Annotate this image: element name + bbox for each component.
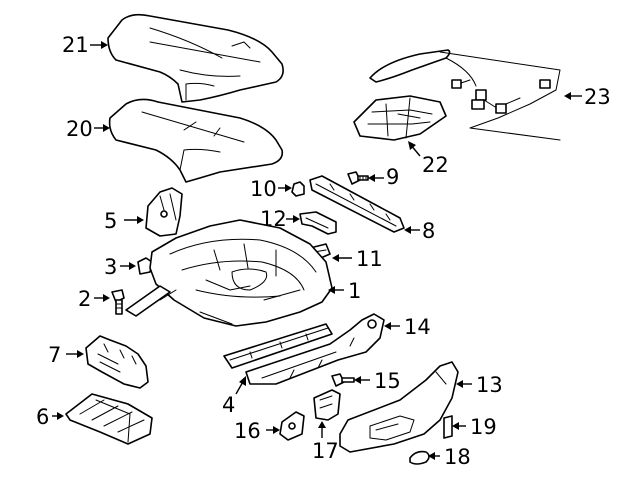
- svg-text:1: 1: [348, 279, 361, 303]
- part-knob[interactable]: [409, 450, 430, 465]
- part-switch-cap[interactable]: [443, 415, 453, 439]
- callout-9: 9: [368, 165, 399, 189]
- svg-text:4: 4: [222, 393, 235, 417]
- part-side-shield[interactable]: [339, 361, 459, 453]
- part-seat-frame[interactable]: [125, 219, 333, 327]
- part-bracket[interactable]: [145, 187, 183, 237]
- svg-text:21: 21: [62, 33, 89, 57]
- part-storage-tray[interactable]: [65, 393, 153, 445]
- svg-text:13: 13: [476, 373, 503, 397]
- callout-15: 15: [354, 369, 401, 393]
- svg-text:18: 18: [444, 445, 471, 469]
- svg-text:2: 2: [78, 287, 91, 311]
- callout-4: 4: [222, 376, 246, 417]
- part-cushion-pad[interactable]: [108, 98, 284, 183]
- part-heater-mat[interactable]: [353, 95, 447, 141]
- svg-text:14: 14: [404, 315, 431, 339]
- part-support-rail[interactable]: [309, 175, 405, 233]
- svg-text:19: 19: [470, 415, 497, 439]
- callout-22: 22: [408, 141, 449, 177]
- part-front-cover-trim[interactable]: [85, 335, 149, 389]
- callout-5: 5: [104, 209, 144, 233]
- callout-11: 11: [332, 247, 383, 271]
- svg-text:22: 22: [422, 153, 449, 177]
- callout-1: 1: [328, 279, 361, 303]
- callout-23: 23: [564, 85, 611, 109]
- callout-16: 16: [234, 419, 280, 443]
- part-seat-cover[interactable]: [107, 13, 284, 103]
- part-side-rail-bracket[interactable]: [245, 313, 385, 385]
- part-bolt-small[interactable]: [331, 373, 355, 387]
- callout-7: 7: [48, 343, 84, 367]
- callout-17: 17: [312, 421, 339, 463]
- callout-8: 8: [404, 219, 435, 243]
- part-wiring-harness[interactable]: [369, 49, 561, 141]
- svg-text:3: 3: [104, 255, 117, 279]
- callout-18: 18: [428, 445, 471, 469]
- part-strap-bracket[interactable]: [299, 211, 337, 235]
- part-seat-track-rail[interactable]: [223, 323, 333, 369]
- part-switch-assembly[interactable]: [313, 389, 341, 421]
- svg-text:15: 15: [374, 369, 401, 393]
- svg-text:20: 20: [66, 117, 93, 141]
- callout-2: 2: [78, 287, 110, 311]
- svg-text:11: 11: [356, 247, 383, 271]
- part-motor[interactable]: [279, 411, 305, 441]
- svg-text:17: 17: [312, 439, 339, 463]
- svg-text:7: 7: [48, 343, 61, 367]
- callout-14: 14: [384, 315, 431, 339]
- svg-text:5: 5: [104, 209, 117, 233]
- part-screw[interactable]: [347, 171, 369, 185]
- part-small-clip[interactable]: [291, 181, 305, 197]
- callout-10: 10: [250, 177, 292, 201]
- callout-13: 13: [456, 373, 503, 397]
- callout-20: 20: [66, 117, 110, 141]
- part-bolt[interactable]: [111, 289, 125, 315]
- svg-text:16: 16: [234, 419, 261, 443]
- callout-21: 21: [62, 33, 108, 57]
- svg-text:10: 10: [250, 177, 277, 201]
- callout-3: 3: [104, 255, 136, 279]
- svg-text:6: 6: [36, 405, 49, 429]
- svg-text:8: 8: [422, 219, 435, 243]
- svg-text:9: 9: [386, 165, 399, 189]
- callout-6: 6: [36, 405, 64, 429]
- callout-19: 19: [452, 415, 497, 439]
- svg-text:23: 23: [584, 85, 611, 109]
